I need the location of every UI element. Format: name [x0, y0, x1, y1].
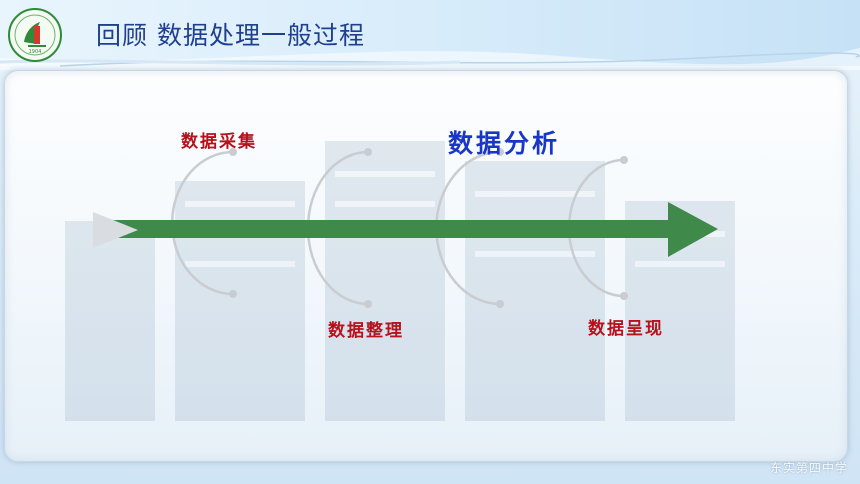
arrow-start-triangle-icon: [93, 212, 138, 248]
step-label-analyze: 数据分析: [448, 129, 561, 158]
footer-brand: 东实第四中学: [769, 461, 848, 475]
process-arrow-head-icon: [668, 202, 718, 257]
arc-endpoints: [229, 148, 628, 308]
process-arrow-shaft: [112, 220, 672, 238]
svg-text:1904: 1904: [29, 49, 42, 55]
school-logo-icon: 1904: [8, 8, 62, 62]
step-label-collect: 数据采集: [181, 132, 257, 152]
content-panel: [4, 70, 848, 462]
header-wave-decoration: [0, 48, 860, 70]
page-title: 回顾 数据处理一般过程: [96, 21, 365, 50]
step-label-organize: 数据整理: [328, 321, 404, 341]
header-bar: 1904 回顾 数据处理一般过程: [0, 0, 860, 70]
step-label-present: 数据呈现: [588, 319, 664, 339]
